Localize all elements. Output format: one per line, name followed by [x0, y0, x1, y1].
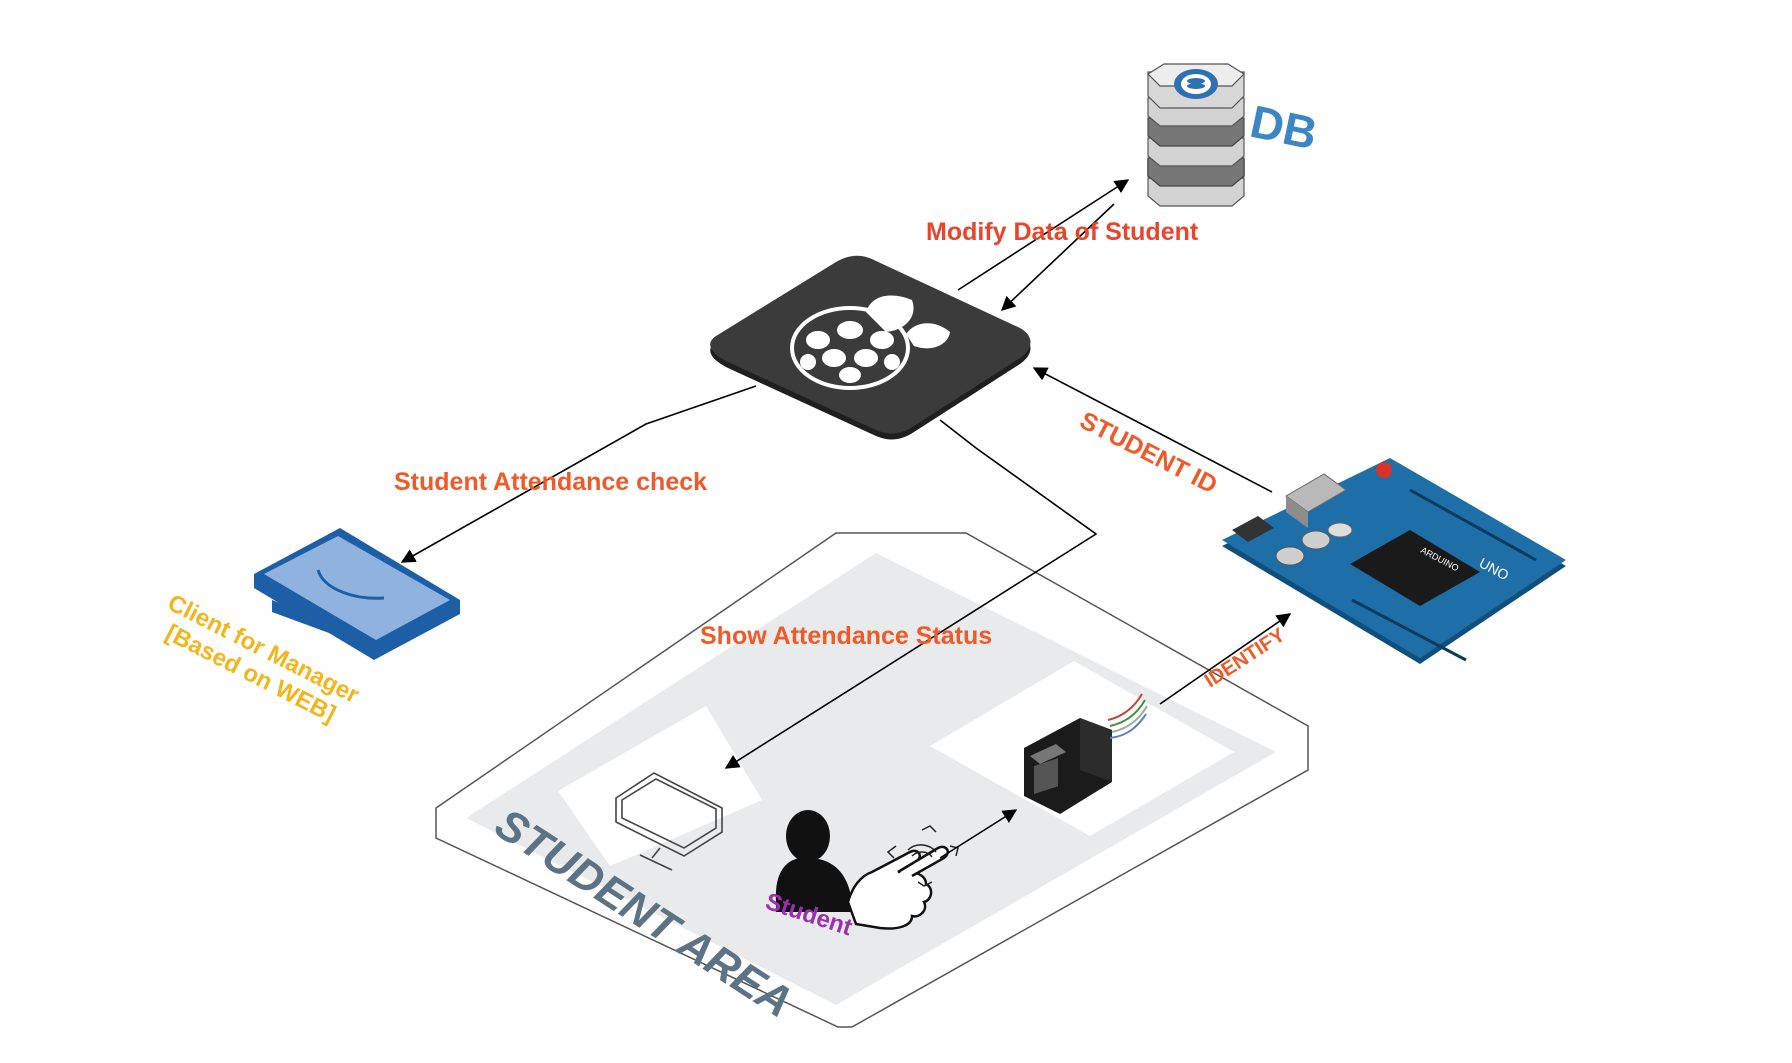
arrow-pi-to-monitor [724, 419, 1098, 769]
identify-label: IDENTIFY [1201, 624, 1290, 692]
show-status-label: Show Attendance Status [700, 622, 992, 650]
student-person-icon [775, 810, 852, 912]
web-client-monitor-icon [254, 528, 460, 660]
arduino-uno-icon: ARDUINO UNO [1222, 458, 1566, 664]
arrow-sensor-to-arduino [1159, 613, 1292, 705]
arrow-pi-to-client [400, 385, 757, 563]
student-area-platform: STUDENT AREA [435, 532, 1309, 1028]
fingerprint-sensor-icon [1024, 693, 1148, 814]
scan-brackets [886, 825, 959, 887]
student-id-label: STUDENT ID [1075, 406, 1221, 499]
modify-data-label: Modify Data of Student [926, 218, 1199, 246]
arrow-arduino-to-pi [1032, 367, 1273, 493]
database-icon [1147, 63, 1245, 207]
arrow-hand-to-sensor [939, 809, 1018, 859]
connectors [400, 179, 1292, 859]
db-label: DB [1246, 95, 1322, 160]
arrow-db-to-pi [1000, 203, 1115, 311]
raspberry-pi-icon [710, 255, 1031, 440]
arrow-pi-to-db [957, 179, 1130, 291]
pointing-hand-icon [846, 845, 949, 930]
attendance-check-label: Student Attendance check [394, 468, 707, 496]
monitor-icon [615, 772, 723, 871]
